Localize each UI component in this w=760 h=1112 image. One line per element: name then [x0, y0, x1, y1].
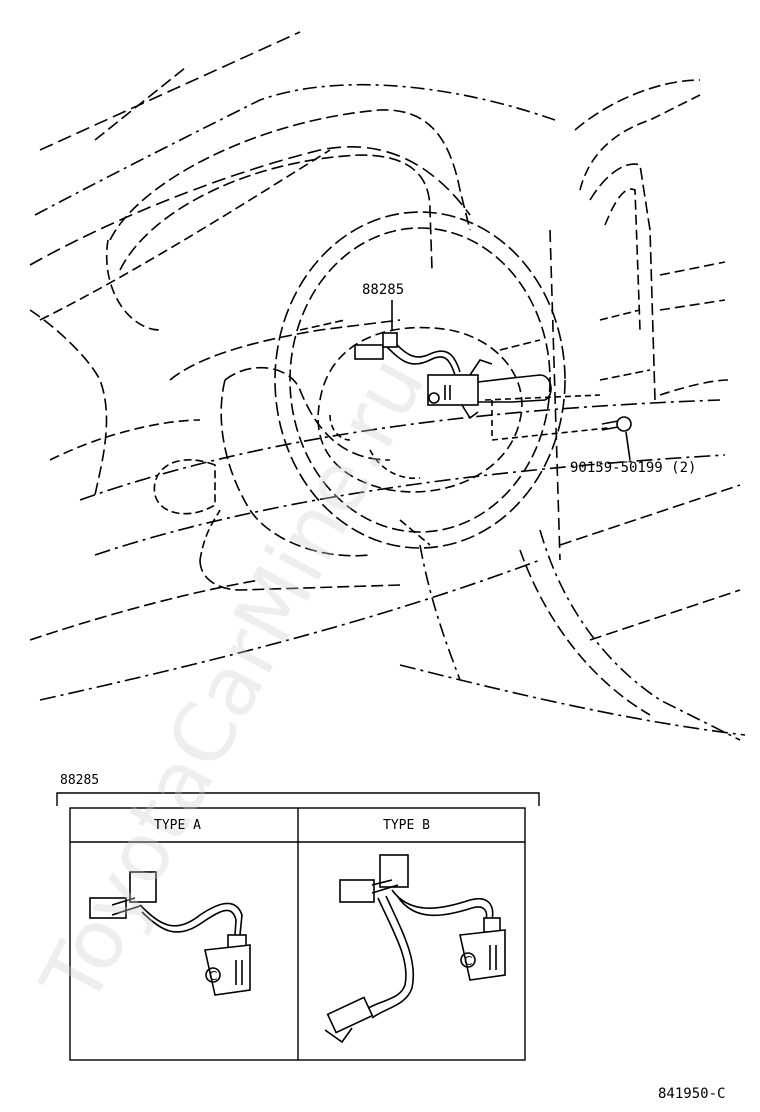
- svg-text:C: C: [464, 954, 472, 968]
- svg-text:C: C: [209, 969, 217, 983]
- detail-group-label: 88285: [60, 773, 100, 788]
- part-label-bolt: 90159-50199 (2): [570, 460, 697, 476]
- diagram-code: 841950-C: [658, 1086, 726, 1102]
- part-label-88285: 88285: [362, 282, 405, 298]
- type-b-header: TYPE B: [383, 818, 430, 833]
- type-a-header: TYPE A: [154, 818, 201, 833]
